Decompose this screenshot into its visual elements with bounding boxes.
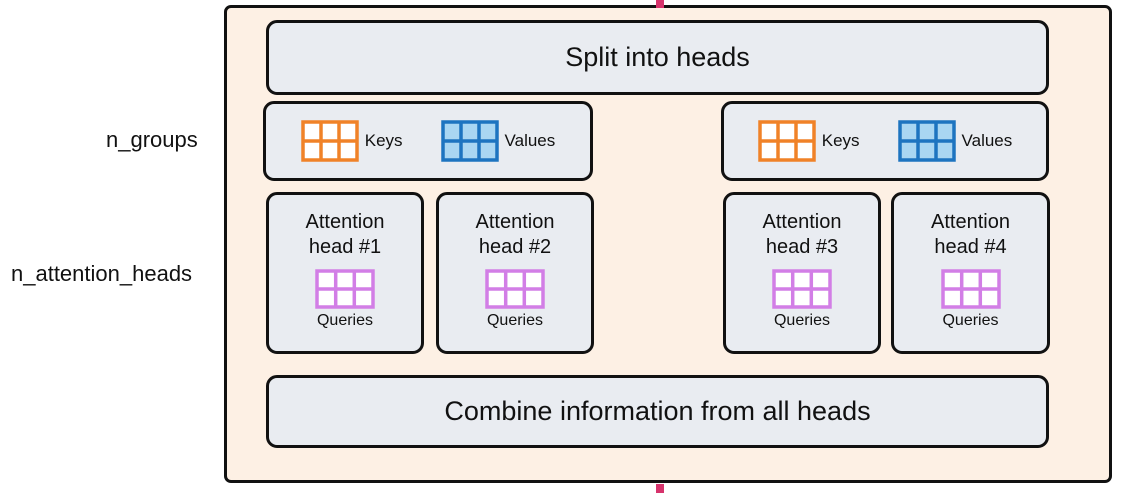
keys-item: Keys	[300, 120, 403, 162]
attention-head-3: Attention head #3 Queries	[723, 192, 881, 354]
output-connector	[656, 484, 664, 493]
keys-item: Keys	[757, 120, 860, 162]
attention-head-title-line2: head #2	[478, 236, 552, 258]
attention-head-title-line2: head #1	[308, 236, 382, 258]
attention-head-title-line1: Attention	[475, 211, 555, 233]
values-label: Values	[961, 131, 1013, 150]
attention-head-1: Attention head #1 Queries	[266, 192, 424, 354]
queries-grid-icon	[940, 269, 1001, 309]
n-attention-heads-label: n_attention_heads	[11, 261, 193, 286]
attention-head-title: Attention head #3	[742, 210, 862, 260]
values-label: Values	[504, 131, 556, 150]
combine-heads-box: Combine information from all heads	[266, 375, 1049, 448]
attention-head-title-line1: Attention	[762, 211, 842, 233]
attention-head-title-line1: Attention	[931, 211, 1010, 233]
split-into-heads-label: Split into heads	[565, 42, 750, 72]
keys-label: Keys	[364, 131, 403, 150]
attention-head-2: Attention head #2 Queries	[436, 192, 594, 354]
queries-grid-icon	[315, 269, 375, 309]
kv-group-1: Keys Values	[263, 101, 593, 181]
queries-label: Queries	[942, 312, 999, 329]
attention-head-title-line1: Attention	[305, 211, 385, 233]
attention-head-title-line2: head #3	[765, 236, 839, 258]
attention-head-title: Attention head #2	[455, 210, 575, 260]
keys-label: Keys	[821, 131, 860, 150]
queries-label: Queries	[316, 312, 374, 329]
values-grid-icon	[897, 120, 956, 162]
attention-head-title-line2: head #4	[934, 236, 1007, 258]
keys-grid-icon	[300, 120, 359, 162]
queries-grid-icon	[772, 269, 832, 309]
kv-group-2: Keys Values	[721, 101, 1049, 181]
queries-grid-icon	[485, 269, 545, 309]
queries-label: Queries	[486, 312, 544, 329]
attention-head-4: Attention head #4 Queries	[891, 192, 1050, 354]
keys-grid-icon	[757, 120, 816, 162]
input-connector	[656, 0, 664, 8]
values-grid-icon	[440, 120, 499, 162]
attention-head-title: Attention head #4	[911, 210, 1031, 260]
queries-label: Queries	[773, 312, 831, 329]
combine-heads-label: Combine information from all heads	[444, 396, 871, 426]
values-item: Values	[897, 120, 1013, 162]
values-item: Values	[440, 120, 556, 162]
split-into-heads-box: Split into heads	[266, 20, 1049, 95]
attention-head-title: Attention head #1	[285, 210, 405, 260]
n-groups-label: n_groups	[106, 127, 198, 152]
